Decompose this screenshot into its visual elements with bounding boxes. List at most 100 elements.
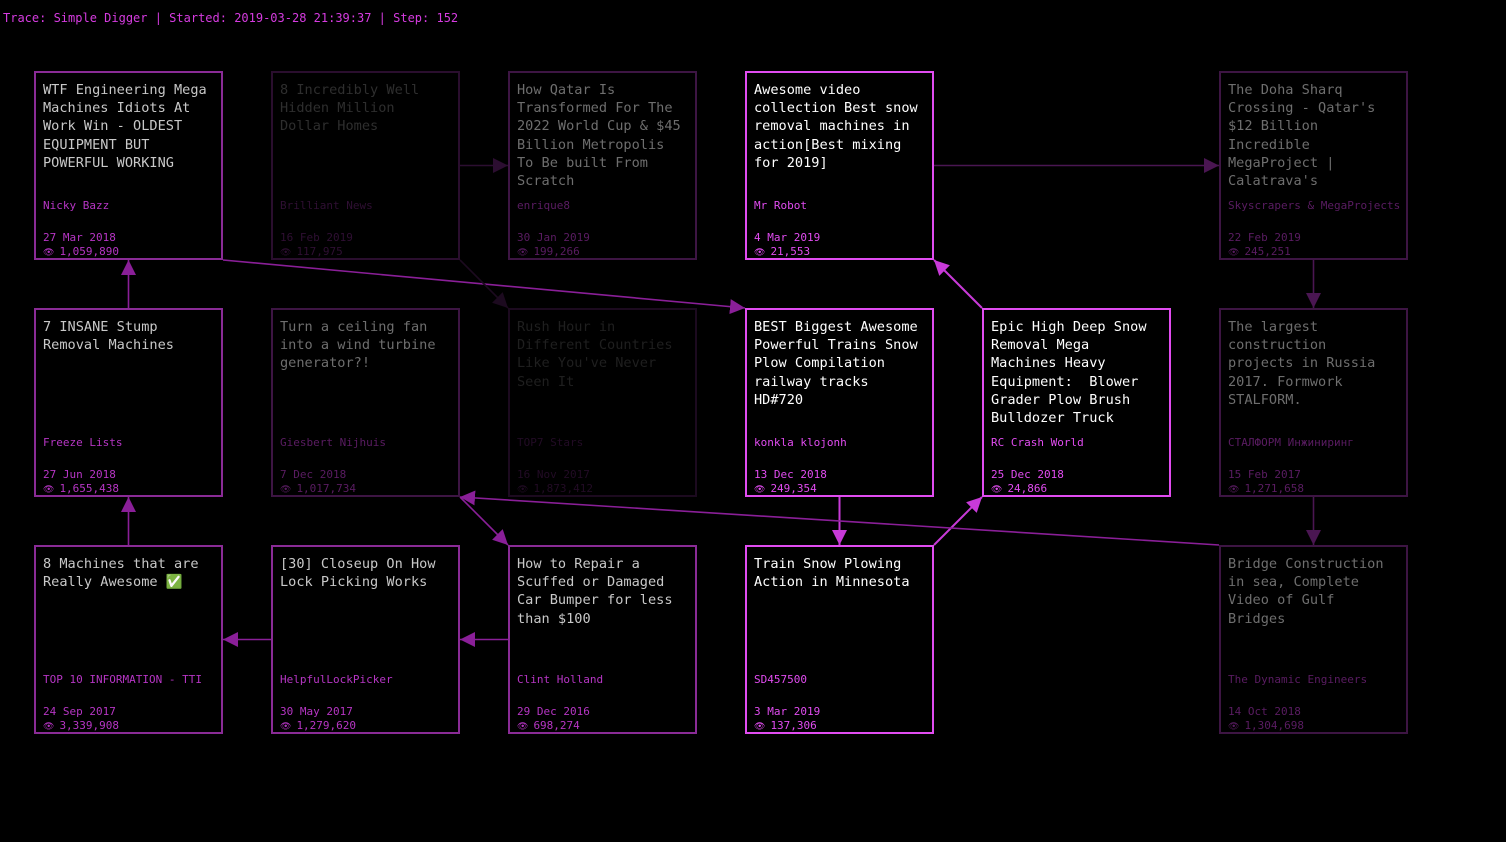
video-node-card[interactable]: Awesome video collection Best snow remov…: [745, 71, 934, 260]
view-count: 👁698,274: [517, 719, 580, 732]
channel-name: konkla klojonh: [754, 436, 847, 449]
video-title: The Doha Sharq Crossing - Qatar's $12 Bi…: [1228, 82, 1376, 190]
upload-date: 25 Dec 2018: [991, 468, 1064, 481]
view-count-value: 1,017,734: [296, 482, 357, 495]
view-count: 👁137,306: [754, 719, 817, 732]
eye-icon: 👁: [517, 248, 529, 258]
video-node-card[interactable]: The largest construction projects in Rus…: [1219, 308, 1408, 497]
upload-date: 30 Jan 2019: [517, 231, 590, 244]
graph-edge-arrow: [459, 490, 1220, 546]
eye-icon: 👁: [280, 722, 292, 732]
view-count: 👁245,251: [1228, 245, 1291, 258]
view-count-value: 199,266: [533, 245, 580, 258]
view-count: 👁1,279,620: [280, 719, 356, 732]
video-node-card[interactable]: How Qatar Is Transformed For The 2022 Wo…: [508, 71, 697, 260]
view-count: 👁 1,873,412: [517, 482, 593, 495]
channel-name: Skyscrapers & MegaProjects: [1228, 199, 1401, 212]
view-count: 👁24,866: [991, 482, 1047, 495]
video-node-card[interactable]: 8 Machines that are Really Awesome ✅ TOP …: [34, 545, 223, 734]
eye-icon: 👁: [517, 485, 529, 495]
video-title: The largest construction projects in Rus…: [1228, 319, 1376, 408]
video-title: Turn a ceiling fan into a wind turbine g…: [280, 319, 436, 372]
video-node-card[interactable]: Turn a ceiling fan into a wind turbine g…: [271, 308, 460, 497]
channel-name: СТАЛФОРМ Инжиниринг: [1228, 436, 1354, 449]
view-count: 👁21,553: [754, 245, 810, 258]
view-count-value: 1,655,438: [59, 482, 120, 495]
upload-date: 4 Mar 2019: [754, 231, 821, 244]
video-title: Awesome video collection Best snow remov…: [754, 82, 918, 171]
video-node-card[interactable]: Rush Hour in Different Countries Like Yo…: [508, 308, 697, 497]
video-node-card[interactable]: 8 Incredibly Well Hidden Million Dollar …: [271, 71, 460, 260]
upload-date: 27 Mar 2018: [43, 231, 116, 244]
upload-date: 22 Feb 2019: [1228, 231, 1301, 244]
channel-name: Giesbert Nijhuis: [280, 436, 386, 449]
upload-date: 16 Feb 2019: [280, 231, 353, 244]
view-count-value: 3,339,908: [59, 719, 120, 732]
video-title: 8 Machines that are Really Awesome ✅: [43, 556, 199, 591]
upload-date: 15 Feb 2017: [1228, 468, 1301, 481]
video-title: 8 Incredibly Well Hidden Million Dollar …: [280, 82, 420, 135]
video-title: Bridge Construction in sea, Complete Vid…: [1228, 556, 1384, 627]
video-node-card[interactable]: How to Repair a Scuffed or Damaged Car B…: [508, 545, 697, 734]
graph-edge-arrow: [459, 259, 509, 309]
video-node-card[interactable]: BEST Biggest Awesome Powerful Trains Sno…: [745, 308, 934, 497]
view-count-value: 1,873,412: [533, 482, 594, 495]
channel-name: Clint Holland: [517, 673, 604, 686]
view-count-value: 24,866: [1007, 482, 1048, 495]
eye-icon: 👁: [1228, 722, 1240, 732]
view-count-value: 1,304,698: [1244, 719, 1305, 732]
view-count-value: 117,975: [296, 245, 343, 258]
upload-date: 13 Dec 2018: [754, 468, 827, 481]
video-title: [30] Closeup On How Lock Picking Works: [280, 556, 436, 591]
channel-name: RC Crash World: [991, 436, 1084, 449]
eye-icon: 👁: [1228, 485, 1240, 495]
upload-date: 14 Oct 2018: [1228, 705, 1301, 718]
channel-name: Nicky Bazz: [43, 199, 110, 212]
video-title: Rush Hour in Different Countries Like Yo…: [517, 319, 673, 390]
eye-icon: 👁: [43, 722, 55, 732]
eye-icon: 👁: [1228, 248, 1240, 258]
channel-name: The Dynamic Engineers: [1228, 673, 1368, 686]
video-title: BEST Biggest Awesome Powerful Trains Sno…: [754, 319, 918, 408]
video-title: WTF Engineering Mega Machines Idiots At …: [43, 82, 207, 171]
eye-icon: 👁: [280, 485, 292, 495]
view-count: 👁249,354: [754, 482, 817, 495]
graph-edge-arrow: [933, 259, 983, 309]
view-count: 👁 117,975: [280, 245, 343, 258]
view-count-value: 249,354: [770, 482, 817, 495]
upload-date: 30 May 2017: [280, 705, 353, 718]
view-count-value: 1,059,890: [59, 245, 120, 258]
trace-header: Trace: Simple Digger | Started: 2019-03-…: [3, 11, 459, 25]
view-count: 👁1,059,890: [43, 245, 119, 258]
upload-date: 27 Jun 2018: [43, 468, 116, 481]
video-node-card[interactable]: Bridge Construction in sea, Complete Vid…: [1219, 545, 1408, 734]
video-node-card[interactable]: WTF Engineering Mega Machines Idiots At …: [34, 71, 223, 260]
video-title: How Qatar Is Transformed For The 2022 Wo…: [517, 82, 681, 190]
upload-date: 7 Dec 2018: [280, 468, 347, 481]
video-title: Train Snow Plowing Action in Minnesota: [754, 556, 910, 591]
channel-name: SD457500: [754, 673, 807, 686]
video-title: How to Repair a Scuffed or Damaged Car B…: [517, 556, 673, 627]
view-count-value: 1,271,658: [1244, 482, 1305, 495]
eye-icon: 👁: [754, 248, 766, 258]
view-count: 👁 1,271,658: [1228, 482, 1304, 495]
view-count: 👁 1,304,698: [1228, 719, 1304, 732]
upload-date: 3 Mar 2019: [754, 705, 821, 718]
eye-icon: 👁: [280, 248, 292, 258]
eye-icon: 👁: [43, 485, 55, 495]
video-title: Epic High Deep Snow Removal Mega Machine…: [991, 319, 1147, 427]
view-count-value: 698,274: [533, 719, 580, 732]
channel-name: Brilliant News: [280, 199, 373, 212]
video-title: 7 INSANE Stump Removal Machines: [43, 319, 174, 354]
video-node-card[interactable]: The Doha Sharq Crossing - Qatar's $12 Bi…: [1219, 71, 1408, 260]
eye-icon: 👁: [754, 722, 766, 732]
channel-name: TOP7 Stars: [517, 436, 584, 449]
channel-name: HelpfulLockPicker: [280, 673, 393, 686]
channel-name: TOP 10 INFORMATION - TTI: [43, 673, 202, 686]
graph-edge-arrow: [459, 496, 509, 546]
video-node-card[interactable]: Epic High Deep Snow Removal Mega Machine…: [982, 308, 1171, 497]
